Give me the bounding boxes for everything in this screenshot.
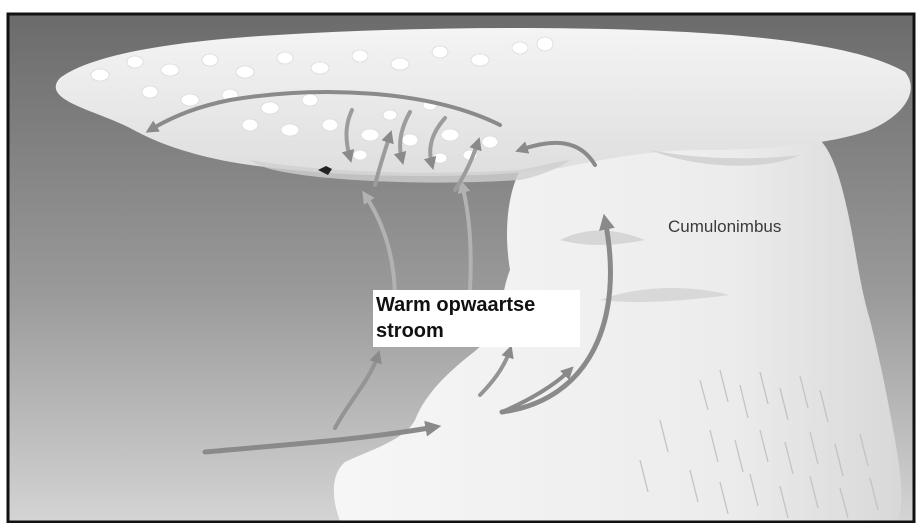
updraft-label-line-2: stroom xyxy=(376,318,576,344)
cloud-type-label: Cumulonimbus xyxy=(668,217,781,237)
updraft-label: Warm opwaartse stroom xyxy=(373,290,580,347)
updraft-label-line-1: Warm opwaartse xyxy=(376,292,576,318)
